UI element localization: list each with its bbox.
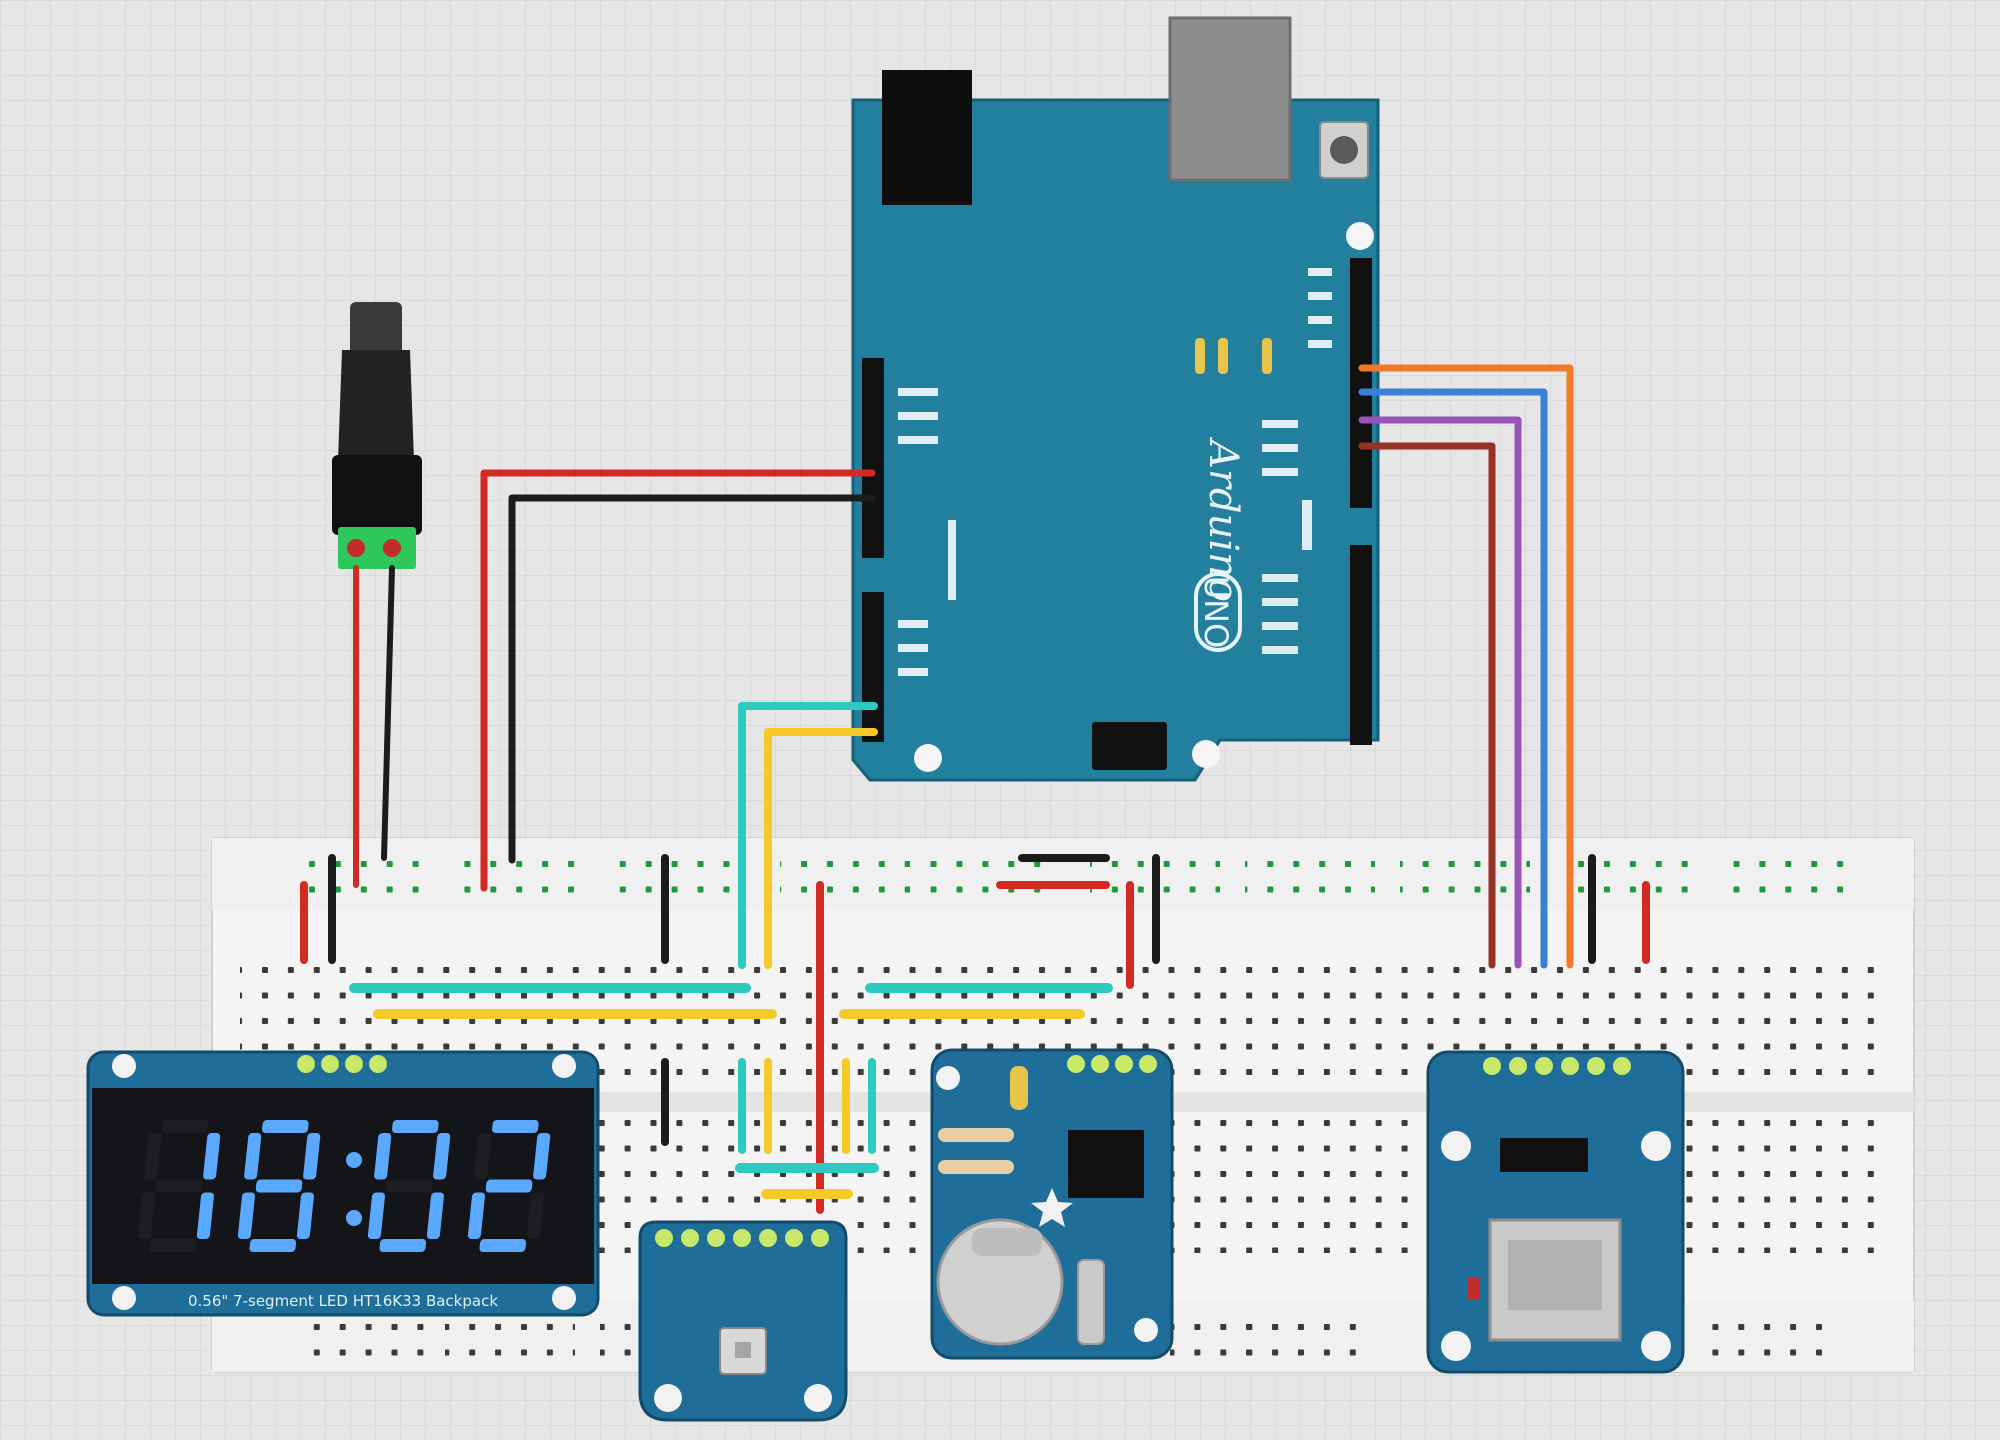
digital-header-low xyxy=(1350,545,1372,745)
microsd-module-icon xyxy=(1426,1050,1685,1374)
digit-segment xyxy=(137,1192,155,1239)
reset-button-cap xyxy=(1330,136,1358,164)
digit-segment xyxy=(367,1192,385,1239)
wire-purple xyxy=(1358,416,1522,969)
digit-segment xyxy=(385,1179,433,1193)
digit-segment xyxy=(303,1133,321,1180)
jack-black-lead xyxy=(381,565,395,861)
digit-segment xyxy=(149,1239,197,1252)
digit-segment xyxy=(374,1133,392,1180)
mounting-hole xyxy=(1346,222,1374,250)
display-digit xyxy=(367,1120,451,1252)
digit-segment xyxy=(492,1120,539,1133)
digit-segment xyxy=(392,1120,439,1133)
seven-segment-display-icon: 0.56" 7-segment LED HT16K33 Backpack xyxy=(86,1050,600,1317)
digit-segment xyxy=(155,1179,203,1193)
digit-segment xyxy=(485,1179,533,1193)
digit-segment xyxy=(433,1133,451,1180)
rtc-module-icon xyxy=(930,1048,1174,1360)
indicator-led xyxy=(1262,338,1272,374)
digit-segment xyxy=(196,1192,214,1239)
display-digit xyxy=(467,1120,551,1252)
display-caption: 0.56" 7-segment LED HT16K33 Backpack xyxy=(188,1292,498,1310)
uno-logo: UNO xyxy=(1194,572,1242,652)
display-digits xyxy=(137,1120,551,1252)
breakout-sensor-icon xyxy=(638,1220,848,1422)
digital-header-high xyxy=(1350,258,1372,508)
power-barrel-socket xyxy=(882,70,972,205)
analog-header xyxy=(862,592,884,742)
digit-segment xyxy=(162,1120,209,1133)
digit-segment xyxy=(249,1239,297,1252)
top-rail-holes xyxy=(290,852,1845,904)
digit-segment xyxy=(426,1192,444,1239)
digit-segment xyxy=(237,1192,255,1239)
digit-segment xyxy=(474,1133,492,1180)
wire-yellow-scl xyxy=(764,728,878,969)
digit-segment xyxy=(526,1192,544,1239)
indicator-led xyxy=(1218,338,1228,374)
colon-dot xyxy=(346,1152,362,1168)
digit-segment xyxy=(479,1239,527,1252)
wire-red-5v xyxy=(480,469,876,892)
wire-orange xyxy=(1358,364,1574,969)
power-header xyxy=(862,358,884,558)
usb-b-connector xyxy=(1168,16,1292,182)
uno-model-text: UNO xyxy=(1197,576,1235,649)
wire-black-gnd xyxy=(508,494,876,864)
digit-segment xyxy=(203,1133,221,1180)
digit-segment xyxy=(533,1133,551,1180)
wire-blue xyxy=(1358,388,1548,969)
arduino-uno-board[interactable]: Arduino UNO xyxy=(851,16,1380,782)
display-digit xyxy=(237,1120,321,1252)
digit-segment xyxy=(255,1179,303,1193)
digit-segment xyxy=(296,1192,314,1239)
digit-segment xyxy=(262,1120,309,1133)
wire-teal-sda xyxy=(738,702,878,969)
indicator-led xyxy=(1195,338,1205,374)
display-digit xyxy=(137,1120,221,1252)
icsp-header xyxy=(1092,722,1167,770)
mounting-hole xyxy=(914,744,942,772)
colon-dot xyxy=(346,1210,362,1226)
digit-segment xyxy=(379,1239,427,1252)
mounting-hole xyxy=(1192,740,1220,768)
bottom-rail-holes xyxy=(295,1310,1830,1362)
wire-brown xyxy=(1358,442,1496,969)
dc-barrel-jack-icon xyxy=(332,302,422,569)
digit-segment xyxy=(244,1133,262,1180)
digit-segment xyxy=(467,1192,485,1239)
wires xyxy=(300,364,1650,1214)
digit-segment xyxy=(144,1133,162,1180)
